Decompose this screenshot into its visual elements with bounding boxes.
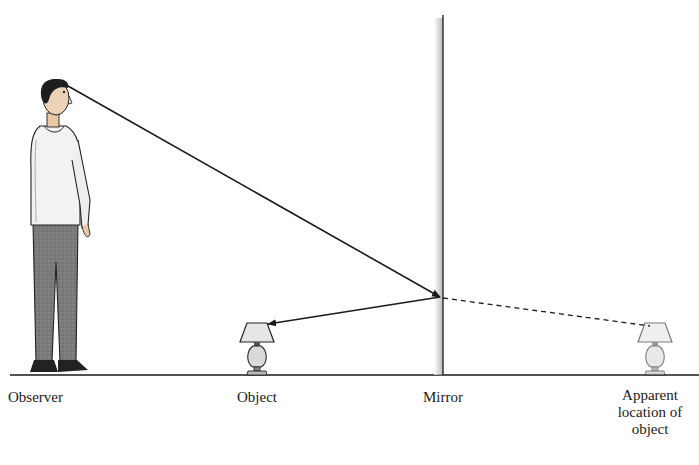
observer-label: Observer [8, 389, 128, 406]
mirror-line [442, 15, 443, 375]
lamp-image [638, 323, 672, 375]
reflected-ray [268, 297, 440, 324]
mirror-label: Mirror [383, 389, 503, 406]
observer-figure [30, 79, 90, 372]
object-label: Object [197, 389, 317, 406]
mirror-shading [434, 18, 443, 375]
floor-line [10, 374, 699, 375]
apparent-location-label: Apparent location of object [603, 387, 697, 438]
lamp-object [240, 323, 274, 375]
virtual-ray [443, 298, 650, 326]
incident-ray [68, 86, 440, 297]
